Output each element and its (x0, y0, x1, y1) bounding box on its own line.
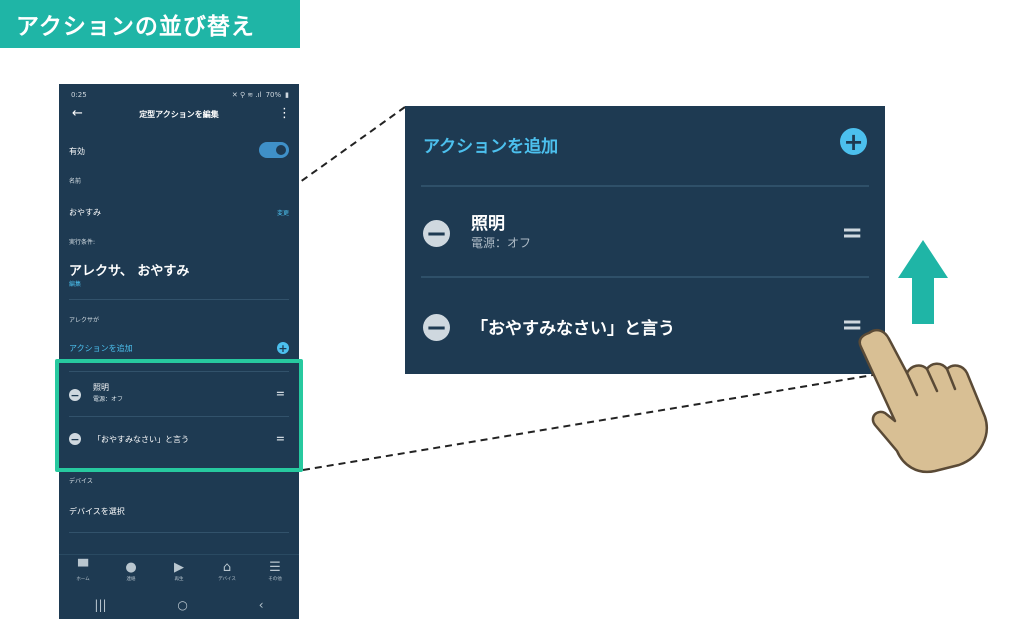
nav-label: 再生 (174, 577, 184, 582)
add-action-label: アクションを追加 (69, 344, 133, 353)
battery-level: 70% (265, 91, 282, 99)
remove-action-icon[interactable]: − (69, 388, 81, 402)
zoom-divider (421, 276, 869, 278)
add-action-plus-icon[interactable]: + (277, 341, 289, 355)
zoom-action-title: 照明 (471, 214, 505, 234)
home-button-icon[interactable]: ○ (177, 598, 188, 612)
action-subtitle: 電源：オフ (93, 396, 124, 403)
zoom-action-subtitle: 電源：オフ (471, 236, 532, 250)
zoom-remove-action-icon[interactable]: − (423, 220, 450, 247)
tutorial-title: アクションの並び替え (16, 14, 255, 40)
action-title: 照明 (93, 383, 109, 392)
devices-icon: ⌂ (222, 560, 232, 575)
status-bar: 0:25 ✕ ⚲ ≋ .ıl 70% ▮ (71, 89, 289, 101)
divider (69, 299, 289, 300)
enabled-row: 有効 (69, 142, 289, 158)
select-device-row[interactable]: デバイスを選択 (69, 506, 289, 517)
phone-screen: 0:25 ✕ ⚲ ≋ .ıl 70% ▮ ← 定型アクションを編集 ⋮ 有効 名… (59, 84, 299, 619)
zoom-add-action-label[interactable]: アクションを追加 (423, 137, 559, 157)
pointing-hand-icon (858, 328, 988, 474)
status-icons: ✕ ⚲ ≋ .ıl 70% ▮ (232, 91, 289, 99)
action-item-say[interactable]: − 「おやすみなさい」と言う = (69, 432, 289, 452)
tutorial-title-banner: アクションの並び替え (0, 0, 300, 48)
action-title: 「おやすみなさい」と言う (93, 435, 189, 444)
enabled-label: 有効 (69, 147, 85, 156)
zoomed-action-list: アクションを追加 + − 照明 電源：オフ = − 「おやすみなさい」と言う = (405, 106, 885, 374)
alexa-section-label: アレクサが (69, 317, 100, 324)
remove-action-icon[interactable]: − (69, 432, 81, 446)
zoom-action-title: 「おやすみなさい」と言う (471, 319, 675, 339)
app-bar-title: 定型アクションを編集 (139, 110, 219, 119)
zoom-drag-handle-icon[interactable]: = (841, 218, 863, 248)
battery-icon: ▮ (285, 91, 289, 99)
divider (69, 371, 289, 372)
zoom-divider (421, 185, 869, 187)
trigger-label: 実行条件: (69, 239, 96, 246)
move-up-arrow-icon (898, 240, 948, 324)
nav-home[interactable]: ▀ ホーム (65, 561, 101, 592)
divider (69, 532, 289, 533)
zoom-add-action-plus-icon[interactable]: + (840, 128, 867, 155)
zoom-remove-action-icon[interactable]: − (423, 314, 450, 341)
trigger-value: アレクサ、 おやすみ (69, 264, 190, 279)
bottom-nav: ▀ ホーム ● 連絡 ▶ 再生 ⌂ デバイス ☰ その他 (59, 554, 299, 592)
name-change-link[interactable]: 変更 (276, 210, 289, 217)
action-list-highlight (55, 359, 303, 472)
menu-icon: ☰ (269, 560, 281, 575)
action-item-lighting[interactable]: − 照明 電源：オフ = (69, 382, 289, 412)
nav-label: その他 (268, 577, 282, 582)
play-icon: ▶ (174, 560, 184, 575)
nav-communicate[interactable]: ● 連絡 (113, 561, 149, 592)
more-options-icon[interactable]: ⋮ (278, 106, 291, 121)
name-row: おやすみ 変更 (69, 207, 289, 218)
status-time: 0:25 (71, 91, 87, 99)
divider (69, 416, 289, 417)
back-arrow-icon[interactable]: ← (72, 106, 83, 121)
recent-apps-icon[interactable]: ||| (94, 598, 107, 612)
nav-label: 連絡 (126, 577, 136, 582)
zoom-drag-handle-icon[interactable]: = (841, 310, 863, 340)
drag-handle-icon[interactable]: = (275, 387, 285, 400)
add-action-row[interactable]: アクションを追加 + (69, 341, 289, 357)
system-nav-bar: ||| ○ ‹ (59, 594, 299, 616)
trigger-edit-link[interactable]: 編集 (69, 281, 82, 288)
nav-label: デバイス (218, 577, 236, 582)
device-section-label: デバイス (69, 478, 93, 485)
nav-play[interactable]: ▶ 再生 (161, 561, 197, 592)
name-value: おやすみ (69, 208, 101, 217)
chat-icon: ● (125, 560, 137, 575)
home-icon: ▀ (78, 560, 88, 575)
app-bar: ← 定型アクションを編集 ⋮ (59, 104, 299, 124)
select-device-label: デバイスを選択 (69, 507, 125, 516)
enabled-toggle[interactable] (259, 142, 289, 158)
system-back-icon[interactable]: ‹ (258, 598, 264, 612)
name-label: 名前 (69, 178, 82, 185)
drag-handle-icon[interactable]: = (275, 432, 285, 445)
nav-devices[interactable]: ⌂ デバイス (209, 561, 245, 592)
nav-label: ホーム (76, 577, 90, 582)
nav-more[interactable]: ☰ その他 (257, 561, 293, 592)
status-indicator-icons: ✕ ⚲ ≋ .ıl (231, 91, 262, 99)
